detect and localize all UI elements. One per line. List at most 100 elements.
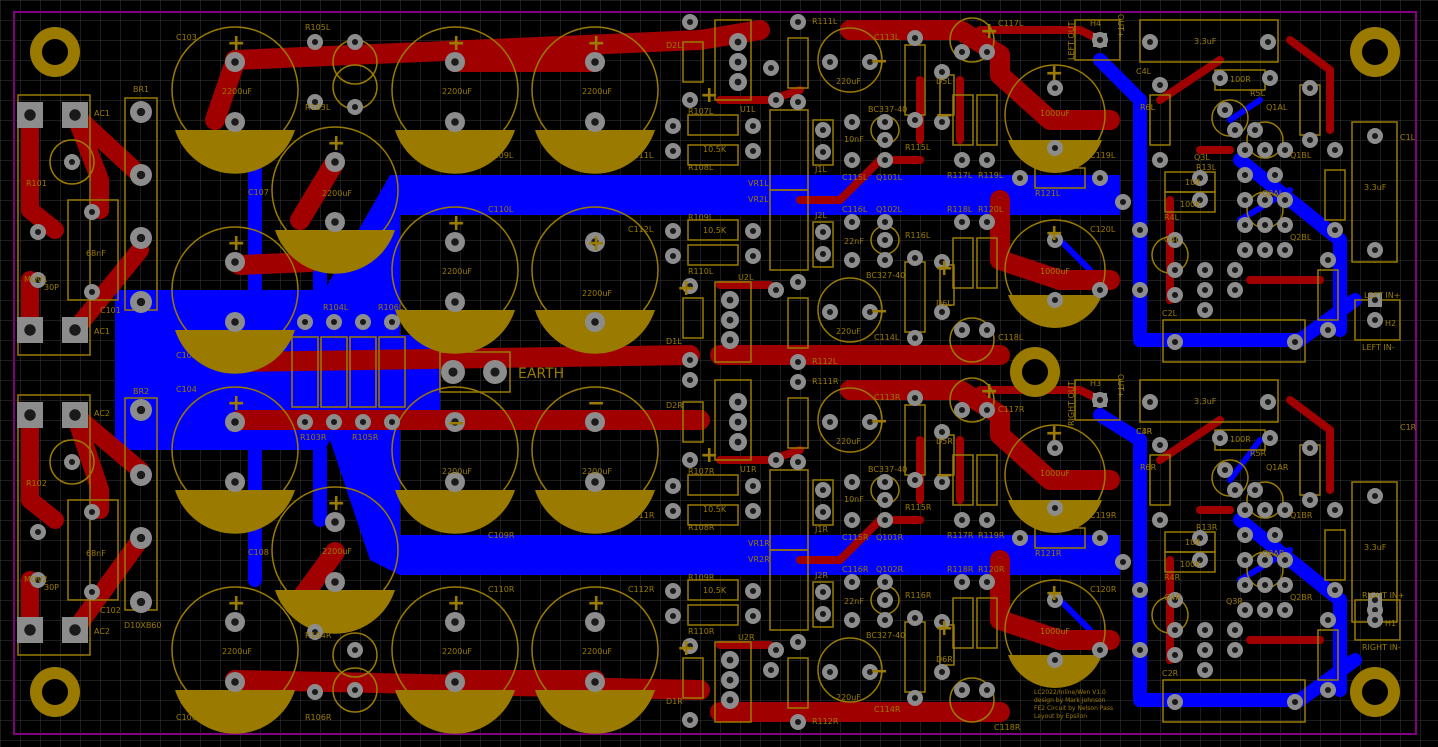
pad-hole [231, 418, 239, 426]
label-r119r: R119R [978, 531, 1005, 540]
label-j1r: J1R [814, 525, 828, 534]
label-credit-2: design by Mark Johnson [1034, 697, 1106, 704]
pad-hole [848, 578, 856, 586]
pad-hole [749, 482, 757, 490]
pad-hole [669, 482, 677, 490]
pad-hole [88, 288, 96, 296]
pad-hole [794, 718, 802, 726]
pad-hole [1136, 646, 1144, 654]
pad-hole [1261, 146, 1269, 154]
pad-hole [686, 456, 694, 464]
pad-hole [1324, 686, 1332, 694]
pad-hole [448, 367, 458, 377]
pad-hole [1241, 506, 1249, 514]
pad-hole [136, 597, 146, 607]
svg-text:+: + [980, 19, 998, 44]
pad-hole [1221, 106, 1229, 114]
label-r111r: R111R [812, 377, 839, 386]
label-r105r: R105R [352, 433, 379, 442]
label-r117l: R117L [947, 171, 973, 180]
pad-hole [881, 236, 889, 244]
label-q101l: Q101L [876, 173, 903, 182]
pad-hole [794, 378, 802, 386]
pad-hole [772, 96, 780, 104]
pad-hole [1171, 626, 1179, 634]
pad-hole [1201, 626, 1209, 634]
pad-hole [1016, 534, 1024, 542]
pad-hole [34, 576, 42, 584]
label-c110r: C110R [488, 585, 515, 594]
pad-hole [826, 668, 834, 676]
svg-text:+: + [327, 131, 345, 156]
pad-hole [591, 418, 599, 426]
pad-hole [1171, 236, 1179, 244]
pad-hole [669, 507, 677, 515]
pad-hole [69, 624, 81, 636]
pad-hole [1324, 256, 1332, 264]
pad-hole [24, 624, 36, 636]
pad-hole [848, 478, 856, 486]
pad-hole [819, 610, 827, 618]
label-2200uf: 2200uF [582, 87, 612, 96]
label-r104l: R104L [323, 303, 349, 312]
pad-hole [983, 156, 991, 164]
label-credit-1: LC2022/Inline/Wen V1.0 [1034, 689, 1106, 696]
pad-hole [1281, 221, 1289, 229]
label-10k5-1: 10.5K [703, 145, 727, 154]
ground-plane [115, 175, 1120, 575]
label-bc337-2: BC337-40 [868, 465, 907, 474]
label-r117r: R117R [947, 531, 974, 540]
pad-hole [1271, 531, 1279, 539]
pad-hole [1241, 246, 1249, 254]
label-30p-1: 30P [44, 283, 59, 292]
pad-hole [911, 694, 919, 702]
label-r5r: R5R [1250, 449, 1267, 458]
svg-text:−: − [870, 409, 888, 434]
pad-hole [359, 318, 367, 326]
label-10nf-1: 10nF [844, 135, 864, 144]
label-r105l: R105L [305, 23, 331, 32]
label-r111l: R111L [812, 17, 838, 26]
label-68nf-1: 68nF [86, 249, 106, 258]
label-vr1l: VR1L [748, 179, 769, 188]
pad-hole [311, 98, 319, 106]
label-r103r: R103R [300, 433, 327, 442]
pad-hole [1281, 246, 1289, 254]
label-c117l: C117L [998, 19, 1024, 28]
pad-hole [1156, 516, 1164, 524]
label-d1l: D1L [666, 337, 682, 346]
label-c103: C103 [176, 33, 197, 42]
pad-hole [749, 587, 757, 595]
pad-hole [331, 518, 339, 526]
ground-lift-resistors [291, 336, 406, 408]
label-r106l: R106L [378, 303, 404, 312]
pad-hole [1371, 492, 1379, 500]
pad-hole [726, 696, 734, 704]
pad-hole [794, 18, 802, 26]
pad-hole [686, 18, 694, 26]
pad-hole [1371, 296, 1379, 304]
label-c115r: C115R [842, 533, 869, 542]
pad-hole [231, 678, 239, 686]
pad-hole [136, 533, 146, 543]
pad-hole [819, 228, 827, 236]
pad-hole [1261, 581, 1269, 589]
pad-hole [938, 118, 946, 126]
pad-hole [351, 686, 359, 694]
label-30p-2: 30P [44, 583, 59, 592]
pad-hole [749, 612, 757, 620]
pad-hole [669, 252, 677, 260]
pad-hole [1171, 698, 1179, 706]
pad-hole [1201, 286, 1209, 294]
pad-hole [726, 296, 734, 304]
label-c115l: C115L [842, 173, 868, 182]
pad-hole [1324, 326, 1332, 334]
label-q1br: Q1BR [1290, 511, 1313, 520]
ground-plane-earth [290, 335, 440, 410]
pad-hole [983, 218, 991, 226]
label-r102: R102 [26, 479, 47, 488]
pad-hole [1196, 556, 1204, 564]
pad-hole [1371, 606, 1379, 614]
label-2200uf: 2200uF [442, 267, 472, 276]
pad-hole [848, 156, 856, 164]
